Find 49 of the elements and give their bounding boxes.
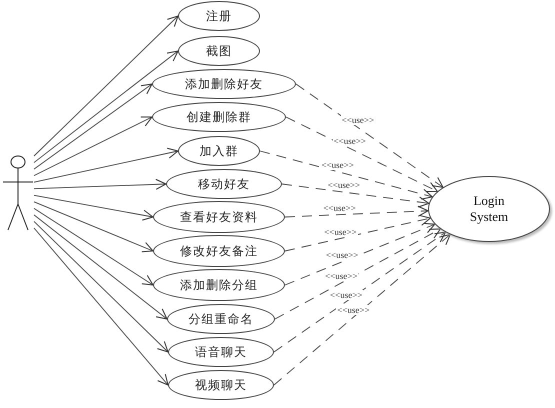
use-case-label: 创建删除群 <box>186 110 252 124</box>
arrow <box>34 194 154 221</box>
arrow <box>34 208 154 286</box>
dashed-arrow <box>260 150 433 200</box>
use-case-label: 注册 <box>206 9 232 23</box>
dashed-arrow <box>286 116 438 192</box>
use-case-label: 移动好友 <box>198 177 250 191</box>
use-case-label: 分组重命名 <box>188 312 254 326</box>
use-case-ellipse <box>168 370 274 400</box>
use-case-label: 截图 <box>206 44 232 58</box>
use-case-ellipse <box>168 337 274 367</box>
dashed-arrow <box>274 232 446 352</box>
edge-label: <<use>> <box>324 270 358 281</box>
dashed-arrow <box>274 234 451 386</box>
dashed-arrow <box>284 206 429 218</box>
use-case-label: Login System <box>468 193 510 225</box>
edge-label: <<use>> <box>320 160 355 170</box>
arrow <box>34 214 168 320</box>
arrow <box>34 16 178 156</box>
dashed-arrow <box>282 184 430 208</box>
use-case-label: 查看好友资料 <box>180 210 258 224</box>
use-case-ellipse <box>178 1 260 31</box>
use-case-label: 修改好友备注 <box>180 244 258 258</box>
arrow <box>34 178 166 190</box>
edge-label: <<use>> <box>324 250 360 260</box>
arrow <box>34 50 178 163</box>
arrow <box>34 228 168 386</box>
arrow <box>34 221 168 352</box>
edge-label: <<use>> <box>336 305 371 316</box>
dashed-arrow <box>284 222 436 286</box>
edge-label: <<use>> <box>332 136 367 146</box>
use-case-label: 加入群 <box>200 144 238 158</box>
arrow <box>34 116 152 176</box>
use-case-ellipse <box>152 69 296 99</box>
use-case-label: 添加删除分组 <box>180 278 258 292</box>
arrow <box>34 148 178 183</box>
edge-label: <<use>> <box>340 115 376 126</box>
dashed-arrow <box>274 228 441 320</box>
dashed-arrow <box>296 84 444 188</box>
use-case-label: 视频聊天 <box>195 378 247 392</box>
edge-label: <<use>> <box>322 202 357 213</box>
edge-label: <<use>> <box>329 290 364 300</box>
use-case-label: 添加删除好友 <box>185 77 263 91</box>
dashed-arrow <box>284 214 431 252</box>
arrow <box>34 84 152 170</box>
use-case-label: 语音聊天 <box>195 345 247 359</box>
edge-label: <<use>> <box>323 226 358 236</box>
arrow <box>34 201 154 252</box>
edge-label: <<use>> <box>326 180 361 190</box>
